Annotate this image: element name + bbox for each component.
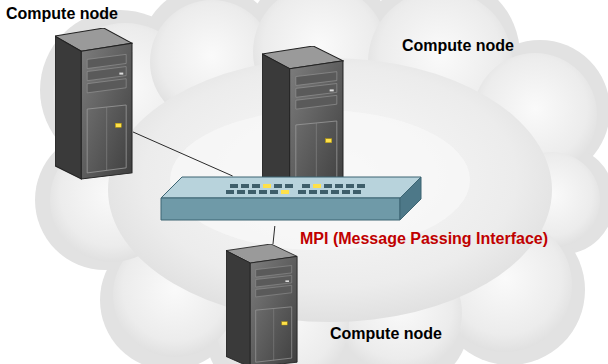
- label-holder: Compute node: [402, 36, 514, 56]
- node-label: Compute node: [330, 325, 442, 342]
- node-label: Compute node: [6, 5, 118, 22]
- server-tower: Compute node: [262, 46, 344, 194]
- cloud-outline: [35, 0, 608, 364]
- server-tower: Compute node: [55, 28, 133, 180]
- server-tower: Compute node: [226, 244, 298, 364]
- label-holder: MPI (Message Passing Interface): [300, 229, 548, 249]
- server-icon: [262, 46, 344, 194]
- network-cable: [273, 226, 275, 244]
- network-switch: MPI (Message Passing Interface): [160, 176, 422, 226]
- server-icon: [226, 244, 298, 364]
- switch-icon: [160, 176, 422, 226]
- label-holder: Compute node: [6, 4, 118, 24]
- cloud-body: [50, 0, 600, 364]
- server-icon: [55, 28, 133, 180]
- network-cable: [133, 132, 233, 176]
- node-label: Compute node: [402, 37, 514, 54]
- label-holder: Compute node: [330, 324, 442, 344]
- protocol-label: MPI (Message Passing Interface): [300, 230, 548, 247]
